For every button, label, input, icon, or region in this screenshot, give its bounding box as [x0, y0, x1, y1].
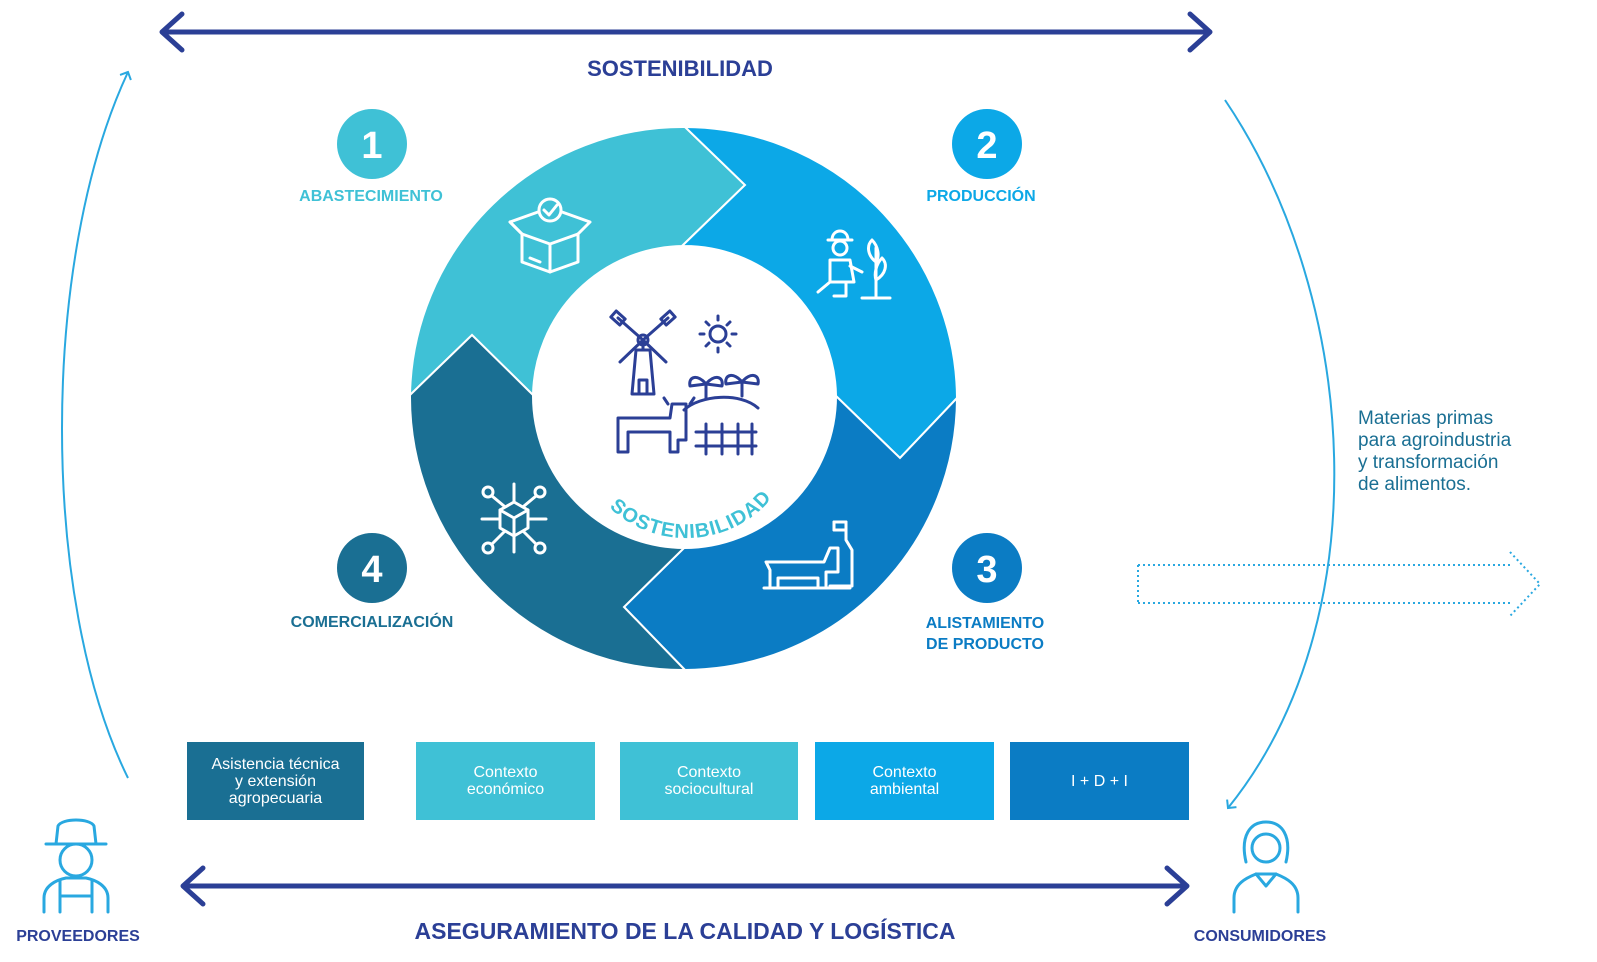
- bottom-title: ASEGURAMIENTO DE LA CALIDAD Y LOGÍSTICA: [414, 918, 956, 944]
- stage-number-4: 4: [361, 549, 382, 591]
- support-box-asistencia: Asistencia técnica y extensión agropecua…: [187, 742, 364, 820]
- support-box-economico: Contexto económico: [416, 742, 595, 820]
- actor-label-consumidores: CONSUMIDORES: [1193, 928, 1327, 945]
- center-disk: [534, 247, 834, 547]
- ring-segment-alistamiento: [622, 393, 959, 672]
- actor-label-proveedores: PROVEEDORES: [16, 928, 140, 945]
- stage-number-2: 2: [976, 125, 997, 167]
- farm-windmill-icon: [609, 309, 760, 456]
- network-cube-icon: [480, 482, 548, 555]
- top-title: SOSTENIBILIDAD: [587, 56, 773, 81]
- support-box-sociocultural: Contexto sociocultural: [620, 742, 798, 820]
- top-double-arrow: [159, 11, 1213, 53]
- cow-milk-icon: [762, 520, 854, 590]
- support-box-idi: I + D + I: [1010, 742, 1189, 820]
- right-arc-arrow: [1224, 99, 1336, 810]
- stage-badge-3: 3: [952, 533, 1022, 603]
- stage-label-produccion: PRODUCCIÓN: [926, 188, 1036, 205]
- stage-label-alistamiento: ALISTAMIENTO DE PRODUCTO: [925, 615, 1045, 653]
- stage-number-3: 3: [976, 549, 997, 591]
- output-note: Materias primas para agroindustria y tra…: [1358, 408, 1512, 495]
- ring-segment-comercializacion: [408, 333, 688, 672]
- support-box-ambiental: Contexto ambiental: [815, 742, 994, 820]
- stage-number-1: 1: [361, 125, 382, 167]
- stage-label-abastecimiento: ABASTECIMIENTO: [299, 188, 443, 205]
- bottom-double-arrow: [180, 865, 1190, 907]
- woman-icon: [1232, 820, 1300, 914]
- box-check-icon: [508, 197, 592, 274]
- farmer-plant-icon: [816, 229, 892, 300]
- stage-badge-2: 2: [952, 109, 1022, 179]
- stage-label-comercializacion: COMERCIALIZACIÓN: [290, 614, 454, 631]
- farmer-icon: [42, 818, 110, 914]
- output-dotted-arrow: [1137, 551, 1542, 617]
- left-arc-arrow: [61, 70, 132, 779]
- stage-badge-4: 4: [337, 533, 407, 603]
- stage-badge-1: 1: [337, 109, 407, 179]
